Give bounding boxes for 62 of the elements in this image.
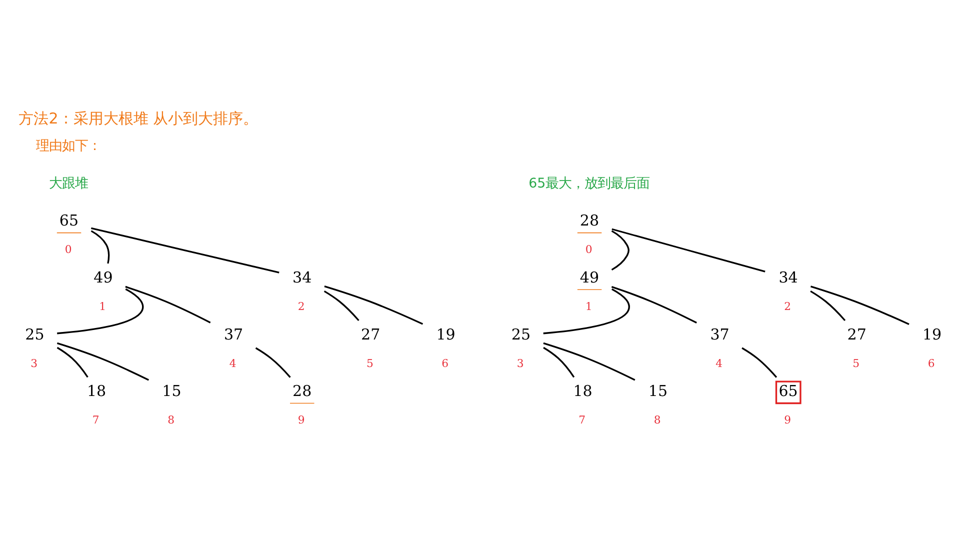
node-label: 0: [64, 243, 72, 256]
connector: [125, 286, 211, 324]
node-label: 6: [442, 356, 449, 370]
node-text: 27: [847, 325, 866, 344]
label: 大跟堆: [49, 176, 88, 192]
connector: [255, 347, 291, 378]
connector: [324, 290, 360, 322]
connector: [90, 227, 280, 274]
connector: [810, 290, 846, 322]
node-label: 5: [366, 356, 374, 370]
node-label: 9: [784, 414, 792, 427]
diagram-title: 方法2：采用大根堆 从小到大排序。: [18, 110, 258, 128]
node-text: 15: [648, 382, 668, 400]
node-label: 4: [229, 356, 236, 370]
node-label: 6: [928, 356, 935, 370]
node-text: 37: [710, 325, 730, 344]
connector: [810, 286, 910, 325]
node-label: 4: [716, 356, 723, 370]
node-text: 28: [292, 382, 312, 400]
node-text: 18: [573, 382, 592, 400]
label: 理由如下：: [36, 138, 102, 154]
node-text: 28: [580, 212, 600, 230]
node-text: 34: [778, 268, 798, 286]
node-text: 19: [436, 325, 456, 344]
connector: [742, 347, 778, 378]
node-label: 7: [92, 414, 100, 427]
node-label: 8: [654, 414, 661, 427]
connector: [56, 342, 150, 381]
node-label: 9: [298, 414, 305, 427]
node-text: 49: [580, 268, 600, 286]
node-text: 25: [511, 325, 531, 344]
connector: [543, 342, 636, 381]
node-text: 25: [25, 325, 44, 344]
node-text: 18: [86, 382, 106, 400]
connector: [611, 286, 697, 324]
node-label: 5: [852, 356, 860, 370]
connector: [324, 285, 424, 325]
connector: [611, 230, 630, 271]
node-text: 34: [292, 268, 312, 286]
connector: [612, 228, 766, 272]
connector: [56, 346, 88, 378]
node-label: 7: [578, 414, 586, 427]
connector: [543, 346, 575, 378]
node-label: 1: [99, 300, 106, 314]
node-text: 27: [361, 325, 380, 344]
node-label: 3: [30, 356, 38, 370]
node-label: 2: [298, 300, 305, 314]
label: 65最大，放到最后面: [528, 176, 650, 192]
node-label: 3: [516, 356, 524, 370]
node-text: 49: [94, 268, 113, 286]
node-label: 1: [585, 300, 592, 314]
node-label: 8: [168, 414, 175, 427]
connector: [57, 288, 144, 334]
connector: [543, 288, 630, 334]
node-box: 65: [775, 380, 802, 404]
node-label: 2: [784, 300, 792, 314]
node-label: 0: [585, 243, 592, 256]
node-text: 15: [162, 382, 182, 400]
node-text: 37: [224, 325, 244, 344]
node-text: 19: [922, 325, 942, 344]
connector: [90, 230, 110, 264]
node-text: 65: [59, 212, 79, 230]
